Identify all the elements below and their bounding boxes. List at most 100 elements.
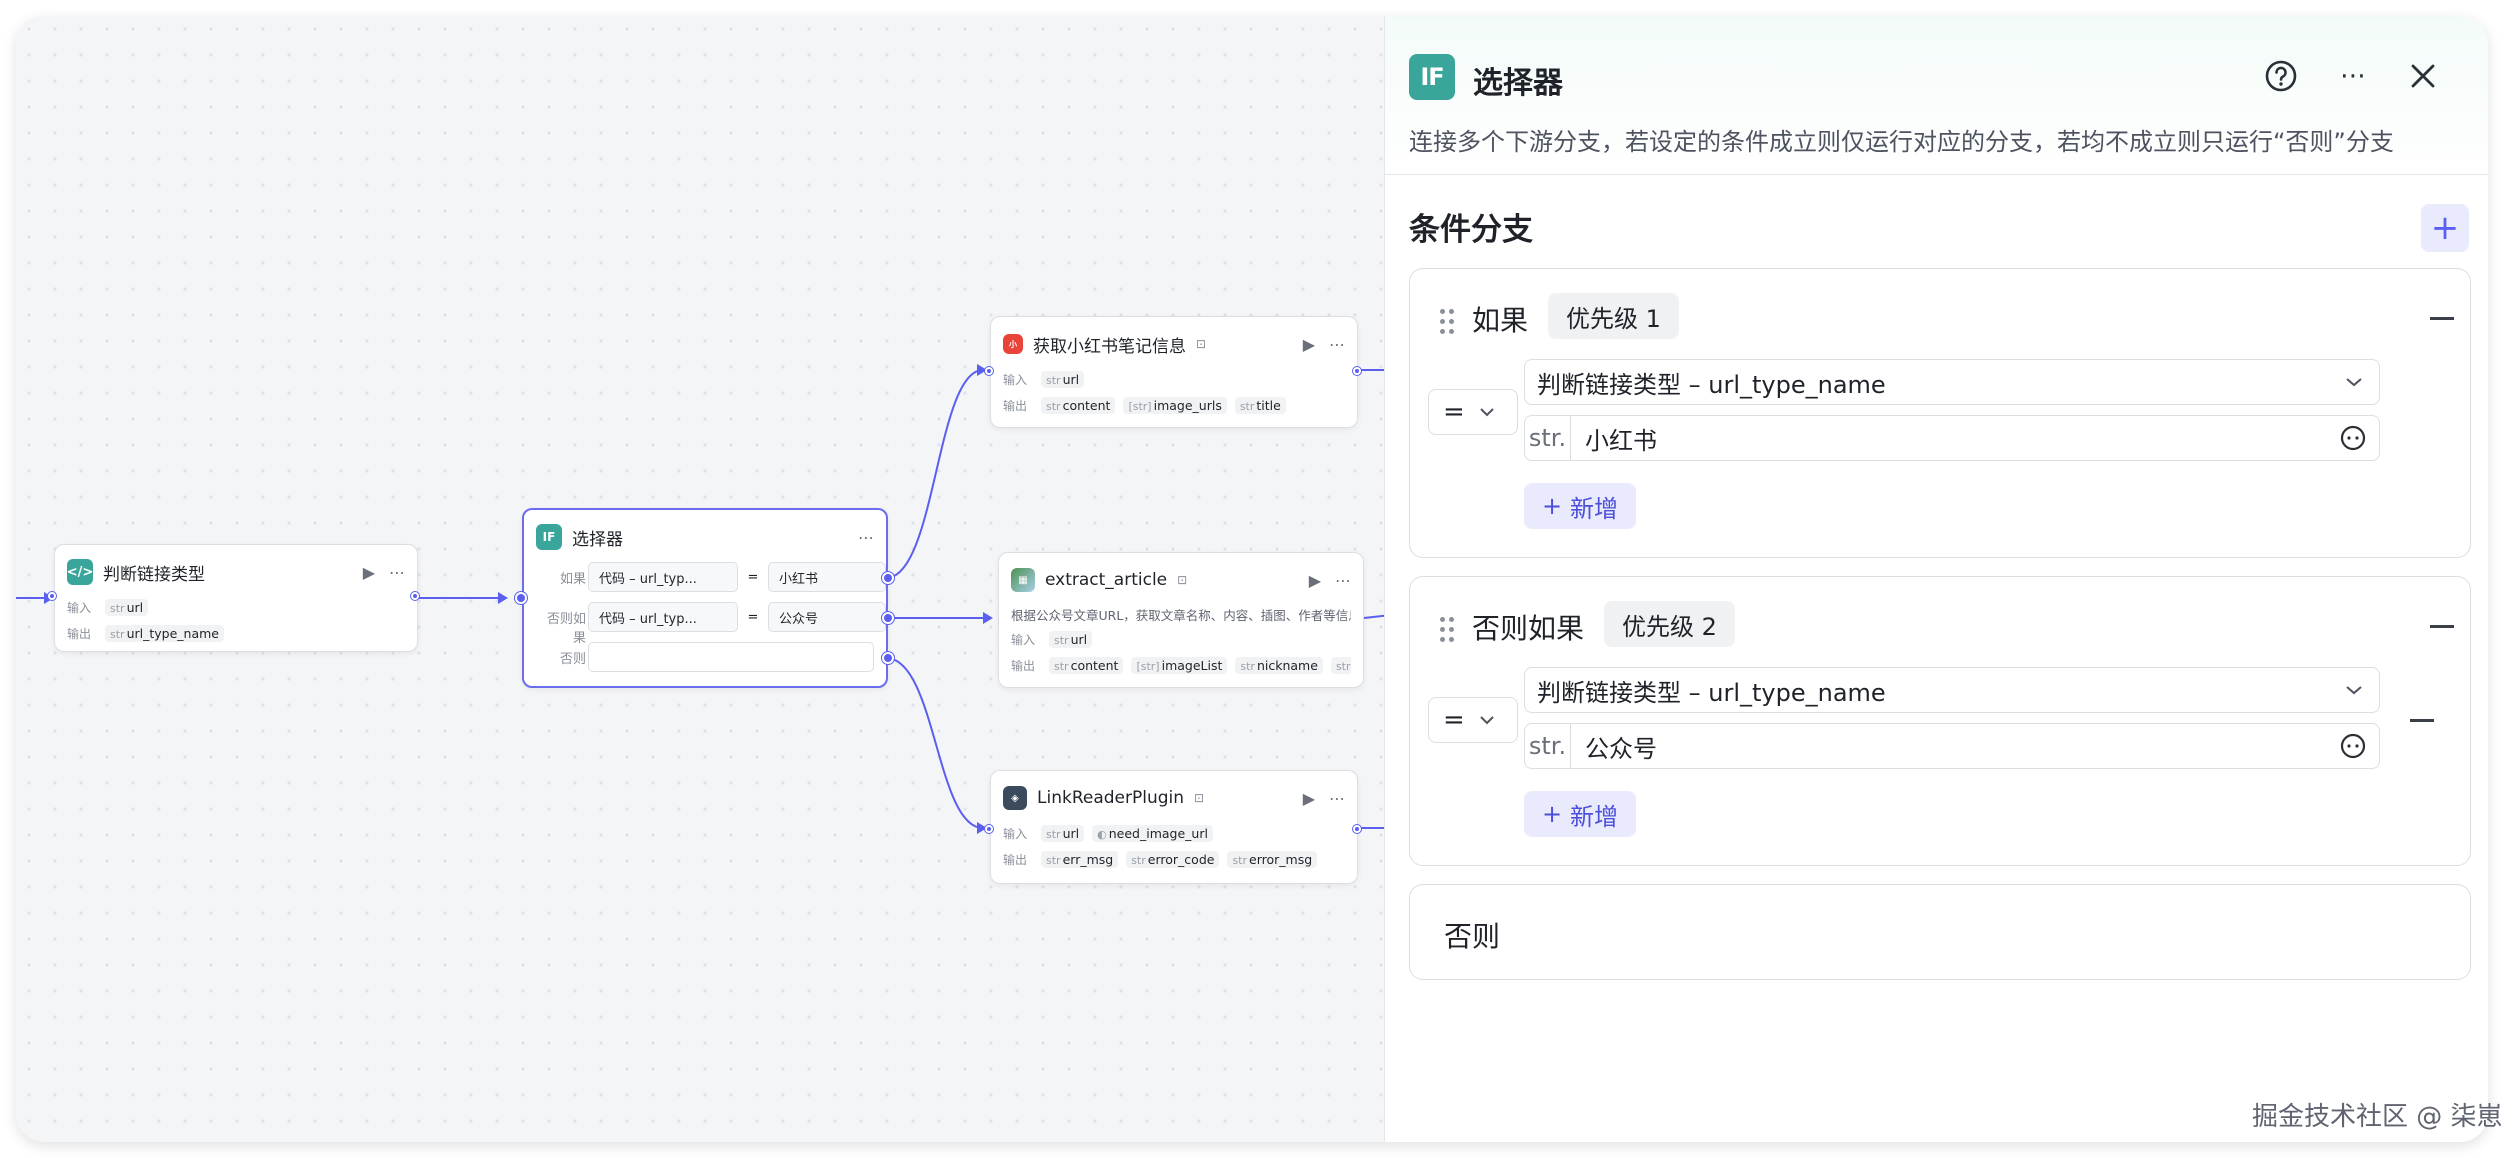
plus-icon: + <box>1541 492 1563 520</box>
output-port-if[interactable] <box>882 572 894 584</box>
if-icon: IF <box>536 524 562 550</box>
param-chip: ◐need_image_url <box>1092 824 1213 842</box>
panel-description: 连接多个下游分支，若设定的条件成立则仅运行对应的分支，若均不成立则只运行“否则”… <box>1409 128 2394 156</box>
chevron-down-icon <box>1480 408 1494 417</box>
output-port-elseif[interactable] <box>882 612 894 624</box>
priority-badge: 优先级 2 <box>1604 601 1735 647</box>
branch-label: 否则如果 <box>1472 612 1585 645</box>
node-title: 判断链接类型 <box>103 564 205 585</box>
run-icon[interactable]: ▶ <box>1302 788 1315 808</box>
divider <box>1385 174 2488 175</box>
plugin-icon: ⊡ <box>1177 573 1188 587</box>
branch-if: 如果 优先级 1 = 判断链接类型 – url_type_name str. 小… <box>1409 268 2471 558</box>
help-icon[interactable] <box>2263 58 2299 94</box>
input-port[interactable] <box>985 825 993 833</box>
panel-title: 选择器 <box>1473 66 1563 101</box>
branch-else-if: 否则如果 优先级 2 = 判断链接类型 – url_type_name str.… <box>1409 576 2471 866</box>
more-icon[interactable]: ⋯ <box>1335 570 1351 590</box>
more-icon[interactable]: ⋯ <box>1329 334 1345 354</box>
plus-icon: + <box>1541 800 1563 828</box>
value-type: str. <box>1525 724 1571 768</box>
add-branch-button[interactable]: + <box>2421 204 2469 252</box>
edge-if-xhs <box>885 369 984 579</box>
operator-select[interactable]: = <box>1428 389 1518 435</box>
more-icon[interactable]: ⋯ <box>1329 788 1345 808</box>
remove-branch-icon[interactable] <box>2430 625 2454 628</box>
drag-handle-icon[interactable] <box>1440 309 1456 335</box>
node-title: 选择器 <box>572 529 623 550</box>
add-condition-button[interactable]: +新增 <box>1524 791 1636 837</box>
node-extract-article[interactable]: ▦ extract_article ⊡ ▶ ⋯ 根据公众号文章URL，获取文章名… <box>998 552 1364 688</box>
node-selector[interactable]: IF 选择器 ⋯ 如果 代码 – url_typ... = 小红书 否则如果 代… <box>515 508 894 688</box>
priority-badge: 优先级 1 <box>1548 293 1679 339</box>
watermark: 掘金技术社区 @ 柒崽 <box>2252 1102 2503 1132</box>
code-icon: </> <box>67 559 93 585</box>
param-chip: [str]image_urls <box>1123 396 1227 414</box>
param-chip: [str]imageList <box>1131 656 1228 674</box>
run-icon[interactable]: ▶ <box>362 562 375 582</box>
edge-else-link <box>885 657 984 829</box>
chevron-down-icon <box>2346 686 2362 695</box>
plugin-icon: ⊡ <box>1194 791 1205 805</box>
node-title: 获取小红书笔记信息 <box>1033 336 1186 357</box>
more-icon[interactable]: ⋯ <box>2340 61 2366 91</box>
output-port-else[interactable] <box>882 652 894 664</box>
chevron-down-icon <box>1480 716 1494 725</box>
variable-ref-icon[interactable] <box>2339 424 2367 452</box>
variable-ref-icon[interactable] <box>2339 732 2367 760</box>
add-condition-button[interactable]: +新增 <box>1524 483 1636 529</box>
plugin-icon: ⊡ <box>1196 337 1207 351</box>
node-title: extract_article <box>1045 570 1168 590</box>
xiaohongshu-icon: 小 <box>1003 334 1023 354</box>
input-port[interactable] <box>515 592 527 604</box>
output-port[interactable] <box>1353 367 1361 375</box>
chevron-down-icon <box>2346 378 2362 387</box>
input-port[interactable] <box>985 367 993 375</box>
branch-label: 否则 <box>1444 920 1501 953</box>
value-type: str. <box>1525 416 1571 460</box>
drag-handle-icon[interactable] <box>1440 617 1456 643</box>
else-row[interactable] <box>588 642 874 672</box>
run-icon[interactable]: ▶ <box>1308 570 1321 590</box>
selector-config-panel: IF 选择器 ⋯ 连接多个下游分支，若设定的条件成立则仅运行对应的分支，若均不成… <box>1384 16 2488 1142</box>
value-input[interactable]: str. 小红书 <box>1524 415 2380 461</box>
section-title: 条件分支 <box>1409 212 1533 248</box>
branch-else: 否则 <box>1409 884 2471 980</box>
value-input[interactable]: str. 公众号 <box>1524 723 2380 769</box>
if-icon: IF <box>1409 54 1455 100</box>
article-image-icon: ▦ <box>1011 568 1035 592</box>
variable-select[interactable]: 判断链接类型 – url_type_name <box>1524 359 2380 405</box>
close-icon[interactable] <box>2405 58 2441 94</box>
node-description: 根据公众号文章URL，获取文章名称、内容、插图、作者等信息 <box>1011 608 1351 623</box>
branch-label: 如果 <box>1472 304 1529 337</box>
input-port[interactable] <box>48 592 56 600</box>
run-icon[interactable]: ▶ <box>1302 334 1315 354</box>
more-icon[interactable]: ⋯ <box>858 527 874 547</box>
remove-branch-icon[interactable] <box>2430 317 2454 320</box>
variable-select[interactable]: 判断链接类型 – url_type_name <box>1524 667 2380 713</box>
remove-condition-icon[interactable] <box>2410 719 2434 722</box>
link-reader-icon: ◈ <box>1003 786 1027 810</box>
output-port[interactable] <box>411 592 419 600</box>
output-port[interactable] <box>1353 825 1361 833</box>
panel-header: IF 选择器 ⋯ 连接多个下游分支，若设定的条件成立则仅运行对应的分支，若均不成… <box>1385 16 2488 176</box>
more-icon[interactable]: ⋯ <box>389 562 405 582</box>
node-title: LinkReaderPlugin <box>1037 788 1185 808</box>
operator-select[interactable]: = <box>1428 697 1518 743</box>
